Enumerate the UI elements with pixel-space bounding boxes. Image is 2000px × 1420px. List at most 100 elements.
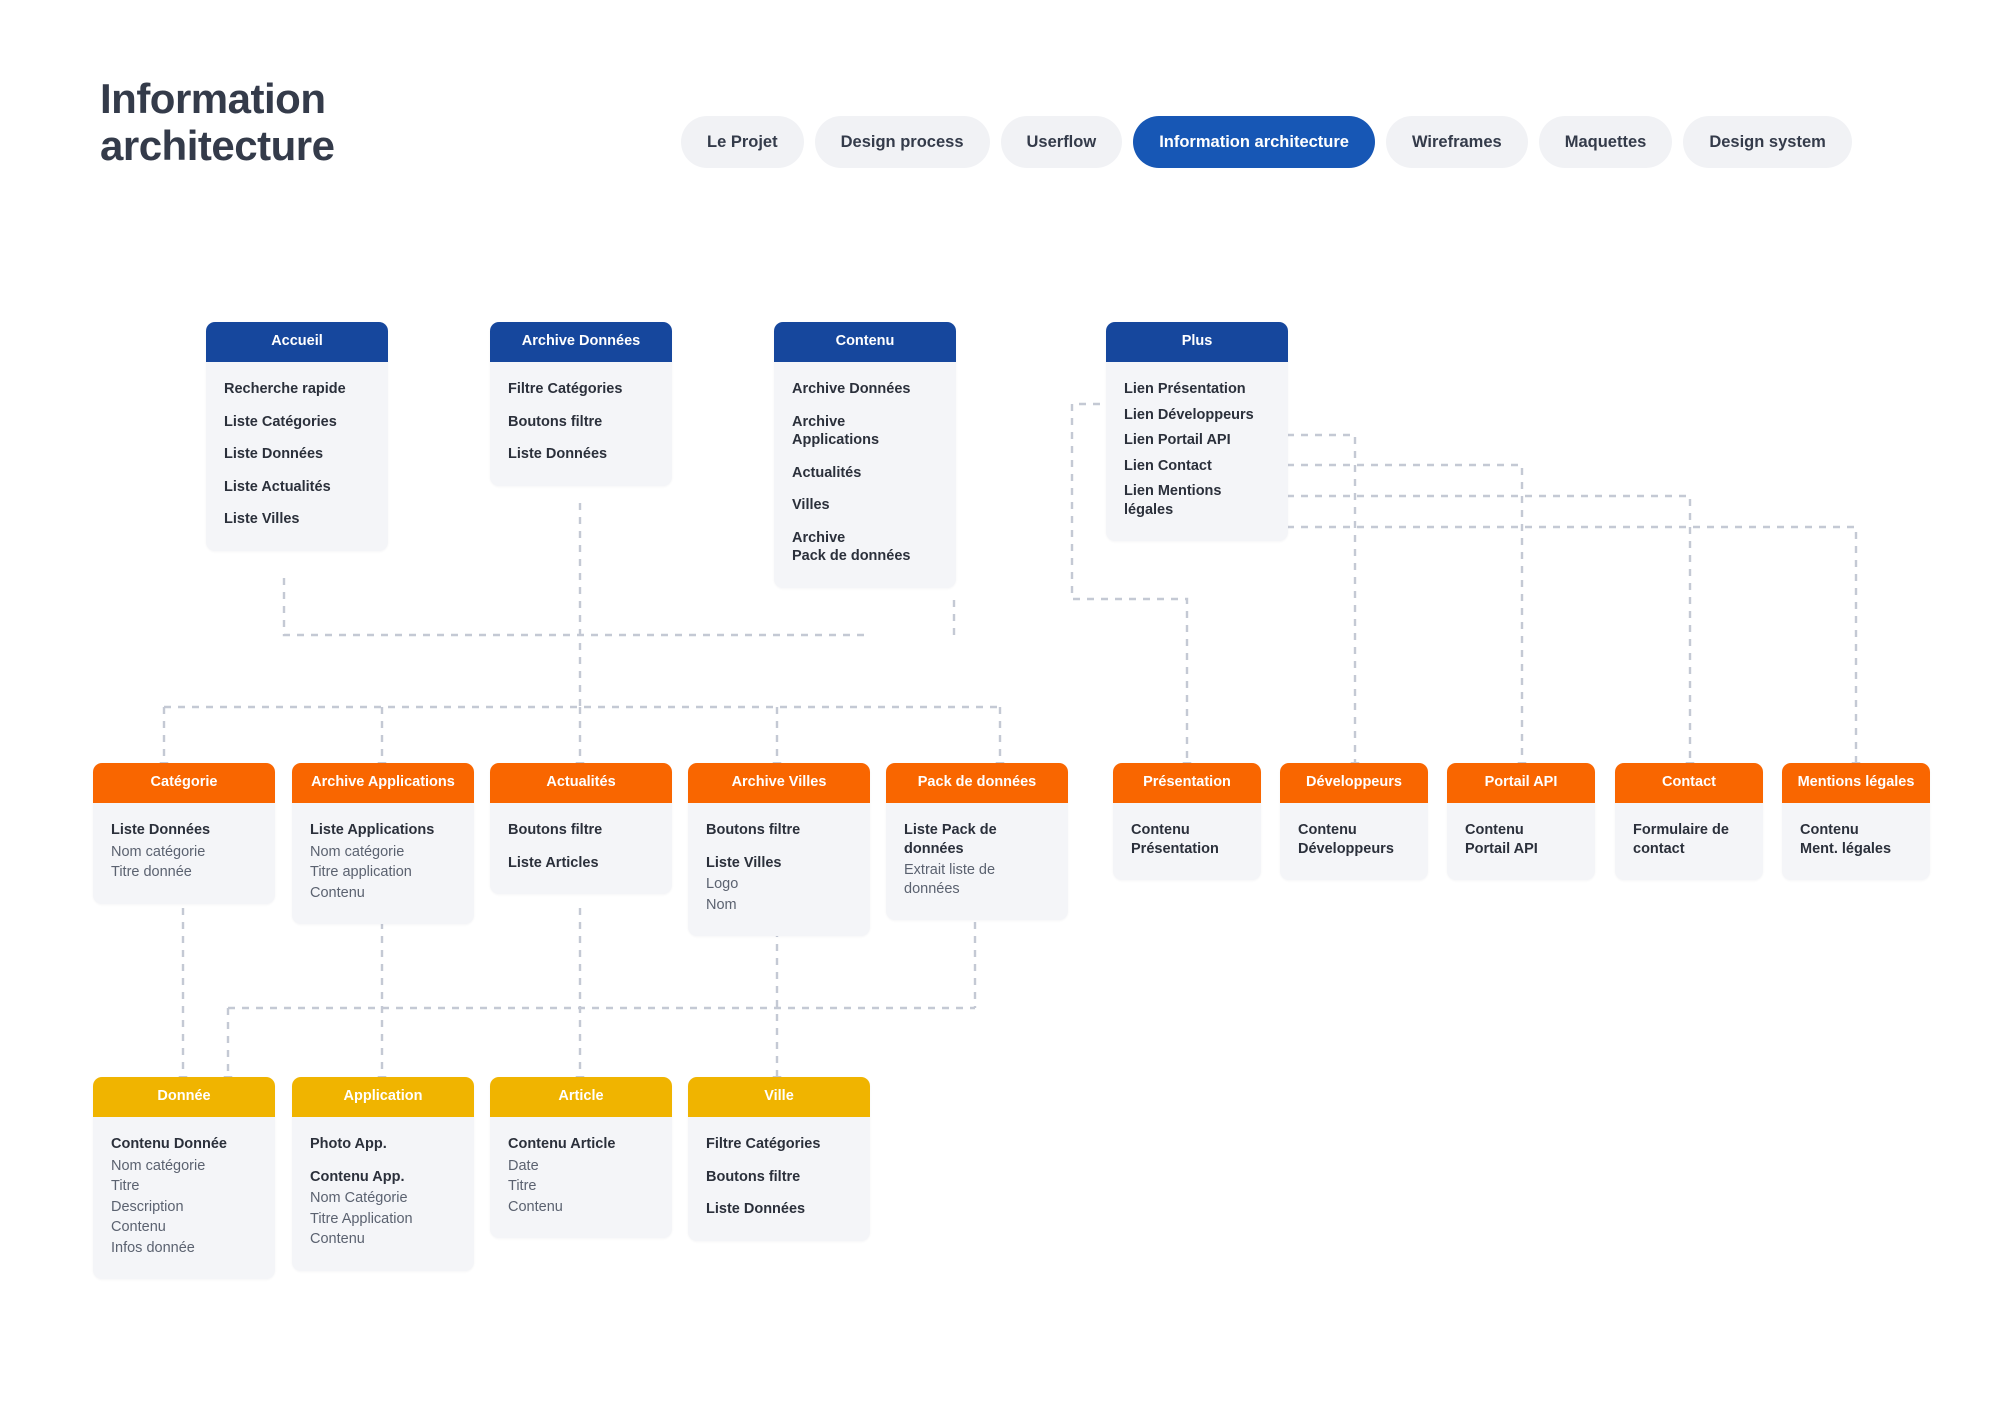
- card-item: Boutons filtre: [508, 822, 603, 838]
- nav-pill-information-architecture[interactable]: Information architecture: [1133, 116, 1375, 168]
- card-item: Contenu Article: [508, 1136, 616, 1152]
- card-item: Contenu Ment. légales: [1800, 822, 1892, 857]
- card-item: Liste Catégories: [224, 413, 337, 430]
- card-item: Titre: [111, 1178, 140, 1195]
- card-item: Nom Catégorie: [310, 1190, 408, 1207]
- card-header-title: Ville: [688, 1077, 870, 1117]
- card-header-title: Donnée: [93, 1077, 275, 1117]
- card-item: Nom catégorie: [111, 1157, 206, 1174]
- nav-pill-design-process[interactable]: Design process: [814, 116, 990, 168]
- card-item: Liste Pack de données: [904, 822, 997, 857]
- card-item: Liste Données: [111, 822, 211, 838]
- card-item: Logo: [706, 876, 739, 893]
- card-item: Lien Mentions légales: [1124, 483, 1222, 518]
- card-item: Liste Données: [706, 1201, 806, 1218]
- card-header-title: Pack de données: [886, 763, 1068, 803]
- card-header-title: Mentions légales: [1782, 763, 1930, 803]
- card-item: Description: [111, 1198, 184, 1215]
- card-header-title: Portail API: [1447, 763, 1595, 803]
- card-item: Titre donnée: [111, 864, 192, 881]
- card-item: Titre: [508, 1178, 537, 1195]
- card-item: Archive Données: [792, 381, 911, 397]
- card-item: Lien Contact: [1124, 457, 1212, 474]
- card-item: Contenu App.: [310, 1168, 405, 1185]
- card-item: Liste Données: [508, 446, 608, 463]
- card-item: Filtre Catégories: [706, 1136, 821, 1152]
- nav-pill-design-system[interactable]: Design system: [1683, 116, 1852, 168]
- card-item: Contenu Donnée: [111, 1136, 227, 1152]
- card-item: Contenu Portail API: [1465, 822, 1538, 857]
- card-item: Photo App.: [310, 1136, 387, 1152]
- card-item: Contenu: [310, 1231, 365, 1248]
- card-item: Contenu Présentation: [1131, 822, 1219, 857]
- card-portail-api[interactable]: Portail API Contenu Portail API: [1447, 763, 1595, 881]
- card-item: Liste Données: [224, 446, 324, 463]
- card-header-title: Contact: [1615, 763, 1763, 803]
- card-body: Contenu Développeurs: [1280, 803, 1428, 880]
- card-header-title: Archive Villes: [688, 763, 870, 803]
- card-item: Lien Portail API: [1124, 432, 1231, 449]
- card-header-title: Application: [292, 1077, 474, 1117]
- card-item: Boutons filtre: [706, 1168, 801, 1185]
- card-header-title: Présentation: [1113, 763, 1261, 803]
- card-item: Nom: [706, 896, 737, 913]
- nav-pill-maquettes[interactable]: Maquettes: [1538, 116, 1673, 168]
- card-item: Nom catégorie: [111, 843, 206, 860]
- card-item: Nom catégorie: [310, 843, 405, 860]
- card-item: Archive Pack de données: [792, 529, 911, 565]
- card-item: Villes: [792, 497, 830, 514]
- wire-group: [159, 402, 1861, 1087]
- card-header-title: Article: [490, 1077, 672, 1117]
- card-header-title: Catégorie: [93, 763, 275, 803]
- card-header-title: Contenu: [774, 322, 956, 362]
- card-item: Liste Articles: [508, 854, 599, 871]
- card-header-title: Actualités: [490, 763, 672, 803]
- nav-pill-le-projet[interactable]: Le Projet: [681, 116, 804, 168]
- card-item: Date: [508, 1157, 539, 1174]
- card-item: Liste Villes: [224, 511, 300, 528]
- card-body: Contenu Ment. légales: [1782, 803, 1930, 880]
- card-item: Contenu: [310, 884, 365, 901]
- card-item: Filtre Catégories: [508, 381, 623, 397]
- card-body: Contenu Présentation: [1113, 803, 1261, 880]
- nav-pill-wireframes[interactable]: Wireframes: [1385, 116, 1528, 168]
- nav-pill-userflow[interactable]: Userflow: [1000, 116, 1123, 168]
- card-item: Liste Actualités: [224, 478, 331, 495]
- card-item: Lien Développeurs: [1124, 406, 1254, 423]
- card-item: Archive Applications: [792, 413, 880, 449]
- card-item: Contenu Développeurs: [1298, 822, 1394, 857]
- card-header-title: Développeurs: [1280, 763, 1428, 803]
- card-item: Titre application: [310, 864, 412, 881]
- card-item: Boutons filtre: [508, 413, 603, 430]
- card-header-title: Archive Applications: [292, 763, 474, 803]
